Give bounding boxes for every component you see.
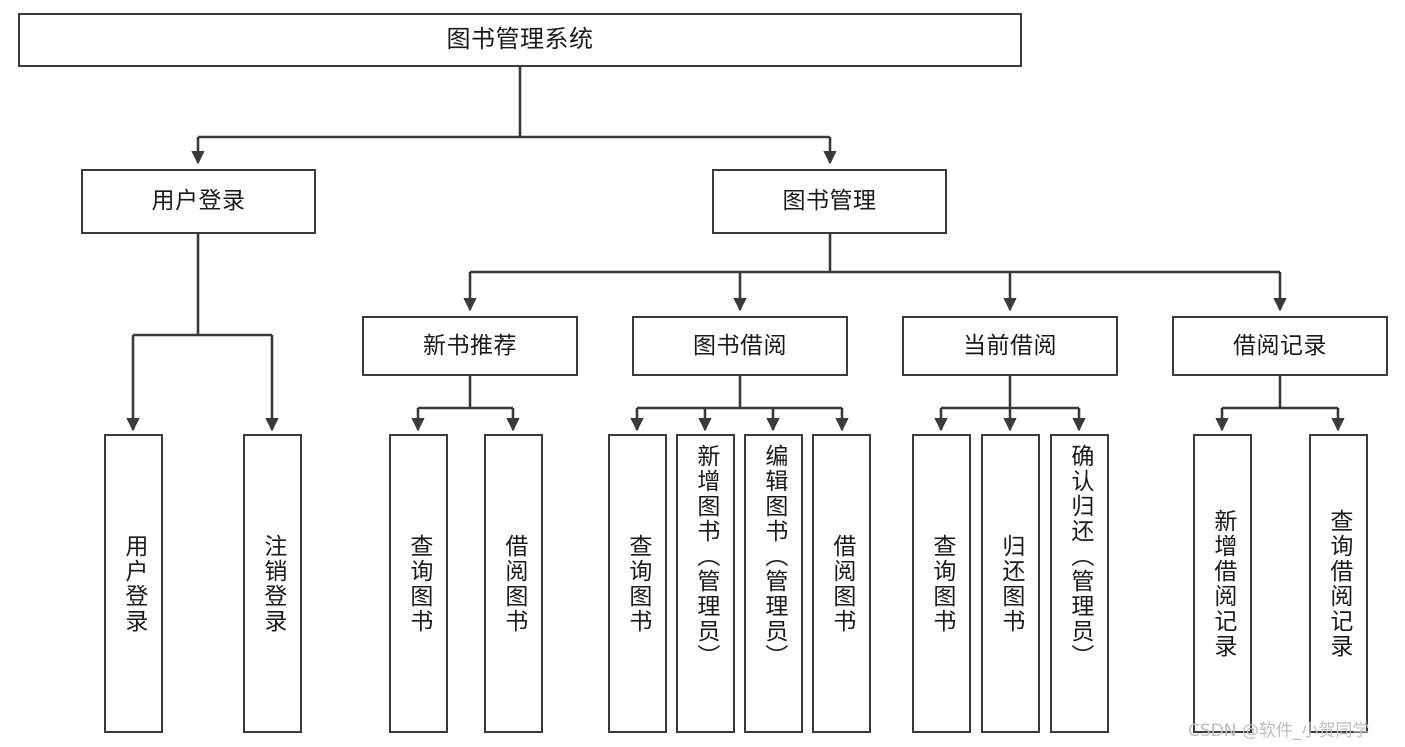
node-label: 归还图书 (997, 533, 1024, 634)
node-label: 确认归还（管理员） (1066, 444, 1093, 669)
node-leaf-query-book-current[interactable]: 查询图书 (912, 434, 971, 733)
node-label: 查询图书 (405, 533, 432, 634)
node-book-management[interactable]: 图书管理 (712, 169, 947, 234)
node-leaf-query-book-recommend[interactable]: 查询图书 (389, 434, 448, 733)
node-label: 图书管理 (782, 188, 877, 215)
node-label: 查询图书 (624, 533, 651, 634)
node-leaf-logout-login[interactable]: 注销登录 (243, 434, 302, 733)
node-label: 借阅图书 (828, 533, 855, 634)
node-leaf-add-book-admin[interactable]: 新增图书（管理员） (676, 434, 735, 733)
node-book-borrow[interactable]: 图书借阅 (632, 316, 848, 376)
node-label: 查询图书 (928, 533, 955, 634)
node-leaf-query-borrow-record[interactable]: 查询借阅记录 (1309, 434, 1368, 733)
node-label: 编辑图书（管理员） (760, 444, 787, 669)
node-label: 用户登录 (151, 188, 246, 215)
node-label: 图书管理系统 (446, 25, 594, 54)
node-leaf-user-login[interactable]: 用户登录 (104, 434, 163, 733)
node-label: 当前借阅 (963, 332, 1057, 359)
node-current-borrow[interactable]: 当前借阅 (902, 316, 1118, 376)
node-leaf-edit-book-admin[interactable]: 编辑图书（管理员） (744, 434, 803, 733)
node-new-book-recommend[interactable]: 新书推荐 (362, 316, 578, 376)
node-leaf-add-borrow-record[interactable]: 新增借阅记录 (1193, 434, 1252, 733)
node-label: 新增借阅记录 (1209, 508, 1236, 659)
node-label: 查询借阅记录 (1325, 508, 1352, 659)
node-label: 图书借阅 (693, 332, 787, 359)
node-user-login[interactable]: 用户登录 (81, 169, 316, 234)
node-label: 借阅记录 (1233, 332, 1327, 359)
node-label: 借阅图书 (500, 533, 527, 634)
node-label: 新书推荐 (423, 332, 517, 359)
node-borrow-record[interactable]: 借阅记录 (1172, 316, 1388, 376)
node-label: 新增图书（管理员） (692, 444, 719, 669)
watermark-text: CSDN @软件_小贺同学 (1188, 721, 1370, 741)
node-leaf-borrow-book-borrow[interactable]: 借阅图书 (812, 434, 871, 733)
node-leaf-query-book-borrow[interactable]: 查询图书 (608, 434, 667, 733)
node-root-book-management-system[interactable]: 图书管理系统 (18, 13, 1022, 67)
node-label: 用户登录 (120, 533, 147, 634)
node-leaf-confirm-return-admin[interactable]: 确认归还（管理员） (1050, 434, 1109, 733)
node-label: 注销登录 (259, 533, 286, 634)
node-leaf-borrow-book-recommend[interactable]: 借阅图书 (484, 434, 543, 733)
node-leaf-return-book[interactable]: 归还图书 (981, 434, 1040, 733)
